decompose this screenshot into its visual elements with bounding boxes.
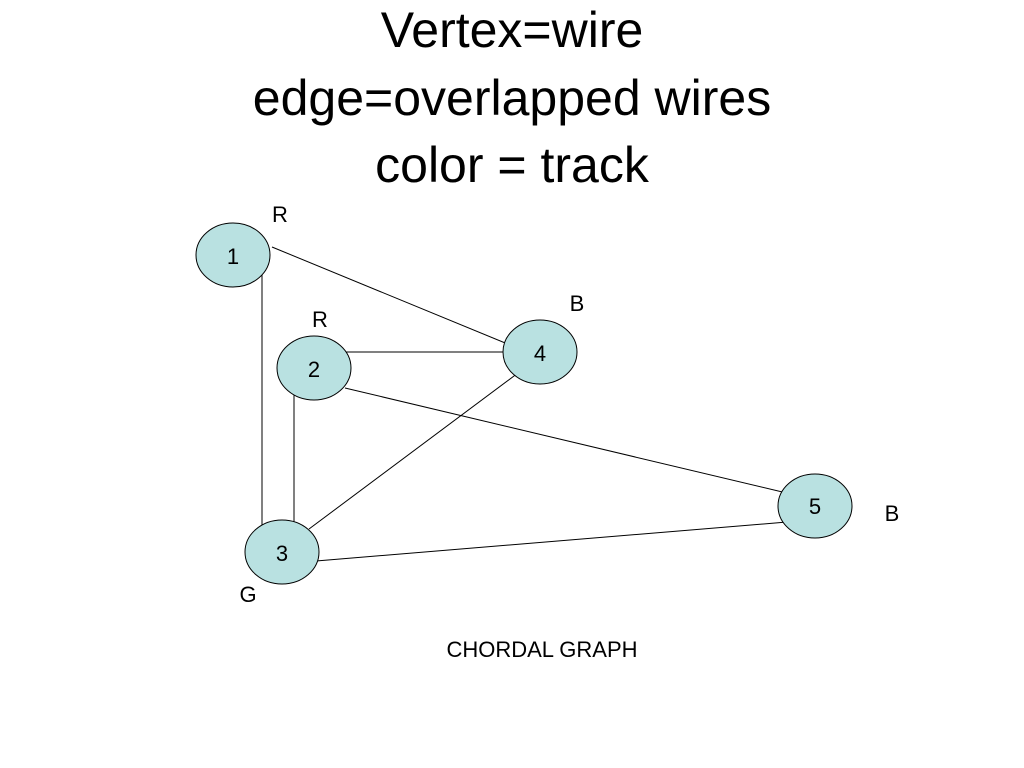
edge-2-5 [344, 387, 796, 496]
vertex-2: 2 [276, 335, 352, 401]
vertex-2-label: 2 [308, 357, 320, 382]
vertex-3-label: 3 [276, 541, 288, 566]
vertex-5-label: 5 [809, 494, 821, 519]
vertex-5: 5 [777, 473, 853, 539]
diagram-caption: CHORDAL GRAPH [446, 637, 638, 662]
edge-1-4 [271, 246, 511, 346]
vertex-3: 3 [244, 519, 320, 585]
title-line-edge: edge=overlapped wires [252, 70, 772, 126]
vertex-1-label: 1 [227, 244, 239, 269]
vertex-4-color-label: B [570, 291, 585, 316]
vertex-1: 1 [195, 222, 271, 288]
title-line-color: color = track [375, 137, 649, 193]
edge-3-4 [308, 369, 523, 530]
vertex-4: 4 [502, 319, 578, 385]
vertex-3-color-label: G [239, 582, 256, 607]
vertex-2-color-label: R [312, 307, 328, 332]
edge-3-5 [315, 521, 788, 562]
title-line-vertex: Vertex=wire [380, 2, 644, 58]
vertex-4-label: 4 [534, 341, 546, 366]
vertex-5-color-label: B [885, 501, 900, 526]
vertex-1-color-label: R [272, 202, 288, 227]
